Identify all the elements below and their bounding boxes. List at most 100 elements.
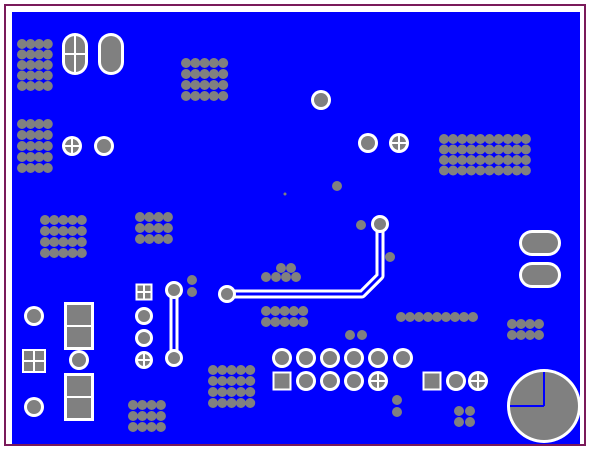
via-pad	[520, 165, 531, 176]
via-pad	[199, 58, 210, 68]
via-pad	[17, 152, 27, 162]
header-pad	[347, 374, 361, 388]
via-pad	[511, 134, 522, 144]
via-pad	[208, 398, 218, 408]
via-pad	[235, 387, 246, 397]
via-pad	[450, 312, 460, 322]
via-pad	[511, 144, 522, 155]
via-pad	[190, 91, 201, 101]
via-pad	[507, 319, 517, 329]
via-pad	[276, 263, 286, 273]
via-pad	[40, 226, 50, 236]
via-pad	[40, 248, 50, 258]
via-pad	[42, 141, 53, 151]
via-pad	[25, 163, 36, 173]
via-pad	[217, 376, 228, 386]
via-pad	[468, 312, 478, 322]
via-pad	[42, 70, 53, 81]
via-pad	[76, 237, 87, 247]
via-pad	[146, 411, 157, 421]
via-pad	[245, 365, 256, 375]
via-pad	[25, 60, 36, 70]
via-pad	[271, 272, 281, 282]
via-pad	[484, 155, 495, 165]
via-pad	[144, 234, 155, 244]
via-pad	[502, 134, 513, 144]
via-pad	[137, 422, 148, 432]
via-pad	[153, 212, 164, 222]
header-pad	[323, 374, 337, 388]
oblong-pad	[101, 36, 121, 72]
via-pad	[181, 91, 191, 101]
via-pad	[40, 237, 50, 247]
via-pad	[511, 165, 522, 176]
header-pad	[323, 351, 337, 365]
via-pad	[128, 400, 138, 410]
via-pad	[235, 398, 246, 408]
via-pad	[42, 119, 53, 129]
via-pad	[208, 365, 218, 375]
header-pad	[396, 351, 410, 365]
via-pad	[42, 60, 53, 70]
via-pad	[448, 165, 459, 176]
via-pad	[507, 330, 517, 340]
via-pad	[385, 252, 395, 262]
via-pad	[270, 306, 281, 316]
via-pad	[135, 234, 145, 244]
oblong-pad	[522, 233, 558, 253]
via-pad	[128, 411, 138, 421]
via-pad	[217, 398, 228, 408]
via-pad	[218, 58, 229, 68]
via-pad	[493, 155, 504, 165]
via-pad	[439, 134, 449, 144]
via-pad	[49, 237, 60, 247]
via-pad	[291, 272, 301, 282]
via-pad	[502, 155, 513, 165]
round-pad	[221, 288, 233, 300]
via-pad	[137, 411, 148, 421]
via-pad	[441, 312, 451, 322]
round-pad	[72, 353, 86, 367]
via-pad	[199, 69, 210, 79]
via-pad	[58, 215, 69, 225]
via-pad	[520, 144, 531, 155]
via-pad	[181, 69, 191, 79]
via-pad	[17, 60, 27, 70]
via-pad	[58, 237, 69, 247]
via-pad	[226, 387, 237, 397]
round-pad	[374, 218, 386, 230]
via-pad	[155, 400, 166, 410]
via-pad	[34, 81, 45, 91]
via-pad	[17, 39, 27, 49]
via-pad	[245, 387, 256, 397]
via-pad	[484, 134, 495, 144]
via-pad	[25, 141, 36, 151]
via-pad	[17, 70, 27, 81]
via-pad	[34, 130, 45, 140]
via-pad	[245, 398, 256, 408]
via-pad	[153, 234, 164, 244]
via-pad	[454, 417, 464, 427]
oblong-pad	[522, 265, 558, 285]
board-outline	[4, 4, 586, 446]
via-pad	[67, 215, 78, 225]
via-pad	[345, 330, 355, 340]
round-pad	[97, 139, 111, 153]
via-pad	[162, 234, 173, 244]
trace-main-core	[227, 224, 382, 296]
via-pad	[42, 163, 53, 173]
via-pad	[34, 60, 45, 70]
via-pad	[190, 69, 201, 79]
via-pad	[25, 39, 36, 49]
via-pad	[208, 80, 219, 90]
via-pad	[208, 69, 219, 79]
header-pad	[299, 351, 313, 365]
via-pad	[475, 134, 486, 144]
via-pad	[465, 406, 475, 416]
via-pad	[534, 319, 544, 329]
via-pad	[298, 306, 309, 316]
via-pad	[457, 144, 468, 155]
via-pad	[76, 226, 87, 236]
via-pad	[155, 411, 166, 421]
via-pad	[67, 237, 78, 247]
